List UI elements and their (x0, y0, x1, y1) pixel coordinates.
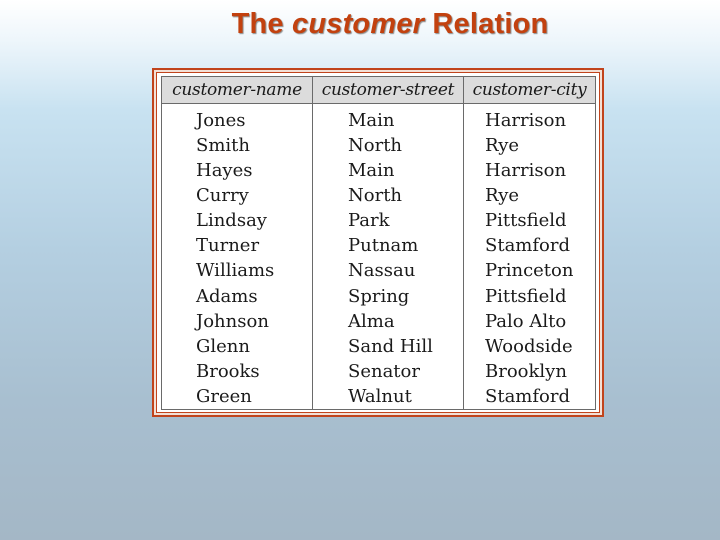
cell-customer-street: Senator (312, 358, 464, 384)
cell-customer-city: Brooklyn (463, 358, 596, 384)
cell-customer-name: Green (161, 383, 313, 410)
cell-customer-name: Curry (161, 183, 313, 209)
cell-customer-city: Rye (463, 183, 596, 209)
slide-title: The customer Relation (0, 8, 720, 41)
cell-customer-name: Brooks (161, 358, 313, 384)
cell-customer-street: Putnam (312, 233, 464, 259)
cell-customer-name: Williams (161, 258, 313, 284)
cell-customer-name: Adams (161, 283, 313, 309)
cell-customer-street: Walnut (312, 383, 464, 410)
title-suffix: Relation (424, 8, 549, 40)
header-row: customer-name customer-street customer-c… (161, 76, 596, 104)
cell-customer-street: Main (312, 158, 464, 184)
cell-customer-street: Park (312, 208, 464, 234)
cell-customer-city: Princeton (463, 258, 596, 284)
cell-customer-name: Johnson (161, 308, 313, 334)
cell-customer-street: Alma (312, 308, 464, 334)
column-header-customer-street: customer-street (312, 76, 464, 104)
cell-customer-name: Glenn (161, 333, 313, 359)
cell-customer-street: Main (312, 103, 464, 134)
cell-customer-street: North (312, 183, 464, 209)
cell-customer-city: Rye (463, 133, 596, 159)
cell-customer-city: Woodside (463, 333, 596, 359)
cell-customer-city: Pittsfield (463, 283, 596, 309)
cell-customer-city: Stamford (463, 233, 596, 259)
column-header-customer-name: customer-name (161, 76, 313, 104)
cell-customer-name: Lindsay (161, 208, 313, 234)
title-emphasis: customer (292, 8, 425, 40)
table-header: customer-name customer-street customer-c… (161, 76, 596, 104)
title-prefix: The (231, 8, 292, 40)
relation-figure-frame: customer-name customer-street customer-c… (152, 68, 604, 417)
column-header-customer-city: customer-city (463, 76, 596, 104)
cell-customer-city: Harrison (463, 103, 596, 134)
cell-customer-city: Stamford (463, 383, 596, 410)
cell-customer-city: Palo Alto (463, 308, 596, 334)
cell-customer-street: Spring (312, 283, 464, 309)
cell-customer-city: Harrison (463, 158, 596, 184)
cell-customer-street: Sand Hill (312, 333, 464, 359)
customer-relation-table: customer-name customer-street customer-c… (161, 76, 596, 410)
cell-customer-city: Pittsfield (463, 208, 596, 234)
cell-customer-name: Smith (161, 133, 313, 159)
cell-customer-street: North (312, 133, 464, 159)
cell-customer-name: Jones (161, 103, 313, 134)
cell-customer-name: Turner (161, 233, 313, 259)
cell-customer-name: Hayes (161, 158, 313, 184)
cell-customer-street: Nassau (312, 258, 464, 284)
